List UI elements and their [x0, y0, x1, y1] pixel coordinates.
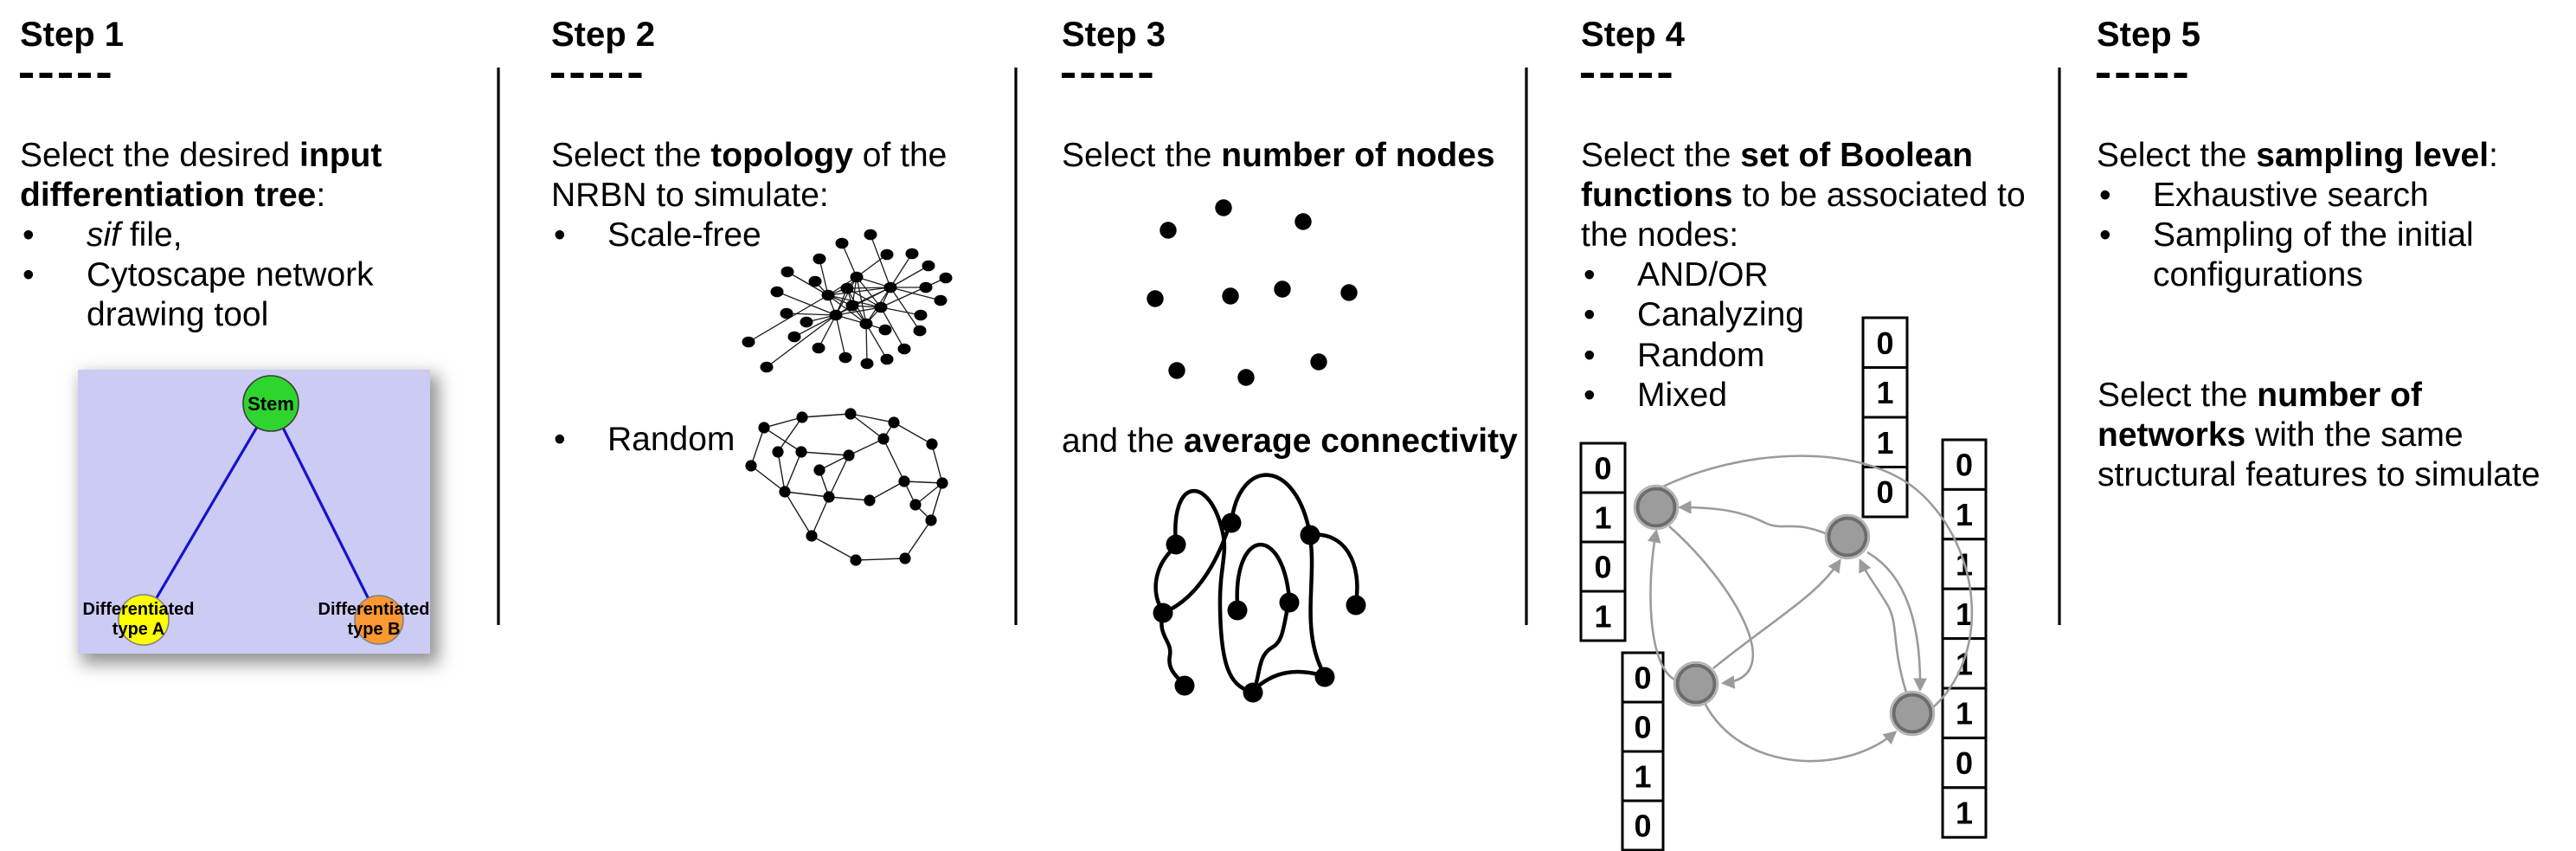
- svg-text:1: 1: [1594, 500, 1611, 536]
- svg-text:0: 0: [1634, 710, 1651, 745]
- svg-text:0: 0: [1956, 745, 1973, 781]
- svg-text:0: 0: [1956, 448, 1973, 483]
- svg-text:1: 1: [1634, 759, 1651, 795]
- svg-text:0: 0: [1634, 661, 1651, 696]
- svg-text:0: 0: [1876, 474, 1893, 510]
- svg-text:1: 1: [1956, 696, 1973, 732]
- svg-text:0: 0: [1594, 550, 1611, 585]
- svg-text:Differentiated: Differentiated: [318, 600, 430, 619]
- svg-text:type A: type A: [112, 620, 164, 639]
- svg-text:1: 1: [1876, 425, 1893, 461]
- svg-text:Differentiated: Differentiated: [83, 600, 195, 619]
- svg-text:0: 0: [1876, 326, 1893, 361]
- svg-text:0: 0: [1594, 451, 1611, 487]
- svg-text:1: 1: [1956, 497, 1973, 532]
- svg-text:1: 1: [1956, 796, 1973, 831]
- svg-text:type B: type B: [347, 620, 400, 639]
- svg-text:Stem: Stem: [247, 393, 294, 415]
- svg-text:1: 1: [1876, 375, 1893, 410]
- svg-text:0: 0: [1634, 809, 1651, 844]
- svg-text:1: 1: [1594, 599, 1611, 635]
- svg-text:1: 1: [1956, 596, 1973, 632]
